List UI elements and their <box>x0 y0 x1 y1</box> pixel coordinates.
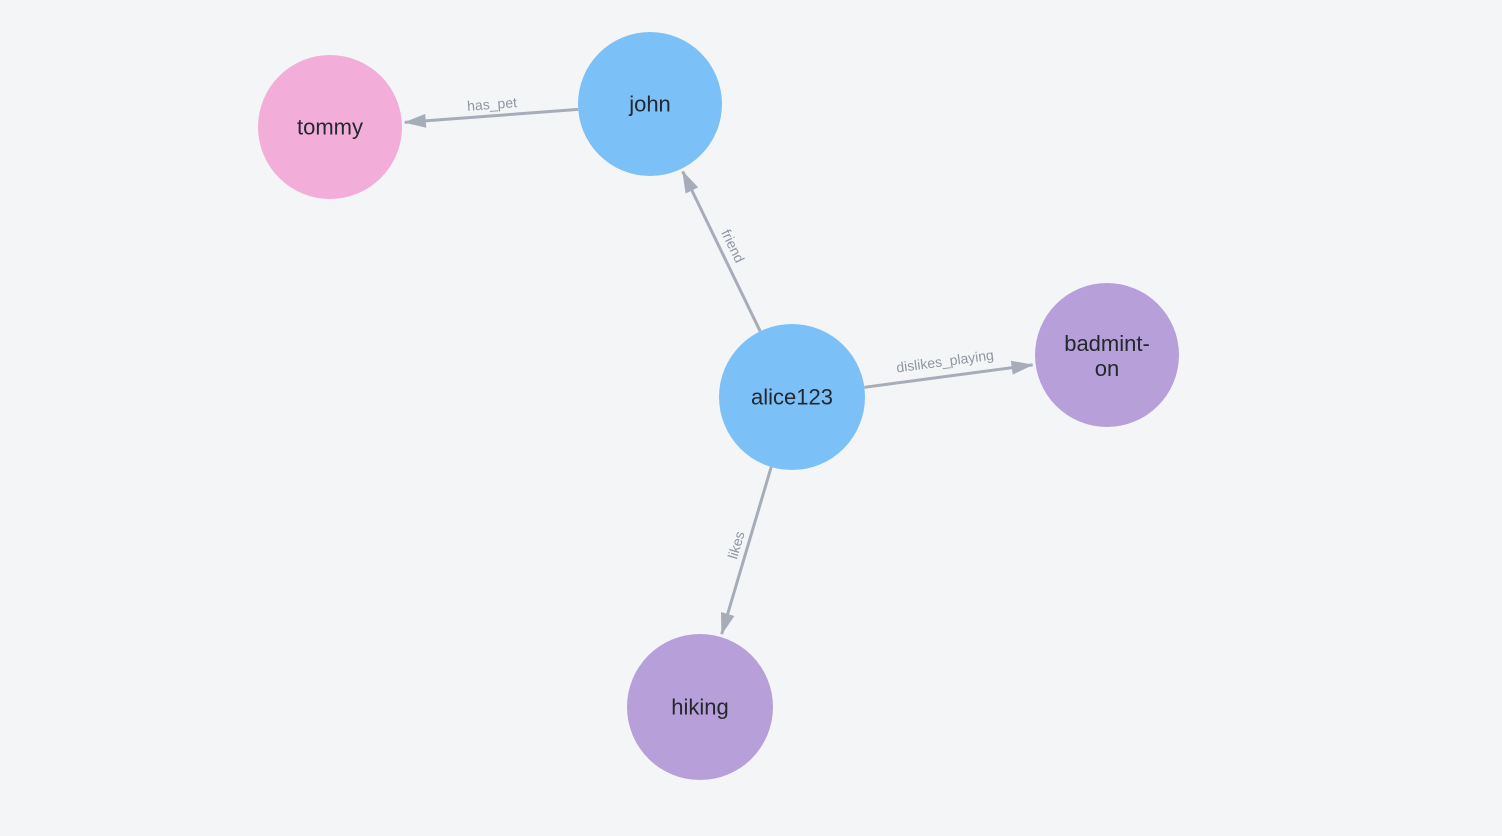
node-circle-alice123 <box>719 324 865 470</box>
node-label-john: john <box>628 92 671 117</box>
node-circle-badminton <box>1035 283 1179 427</box>
node-label-hiking: hiking <box>671 695 728 720</box>
node-circle-tommy <box>258 55 402 199</box>
node-label-alice123: alice123 <box>751 385 833 410</box>
edge-label-has-pet: has_pet <box>467 94 518 114</box>
node-alice123[interactable]: alice123 <box>719 324 865 470</box>
node-john[interactable]: john <box>578 32 722 176</box>
edge-label-likes: likes <box>724 529 747 560</box>
edge-line-likes <box>720 466 773 636</box>
edge-line-has-pet <box>403 107 579 128</box>
node-hiking[interactable]: hiking <box>627 634 773 780</box>
node-label-badminton-line1: badmint- <box>1064 331 1150 356</box>
edge-alice123-hiking[interactable]: likes <box>720 466 773 636</box>
edge-alice123-john[interactable]: friend <box>681 170 762 332</box>
node-circle-hiking <box>627 634 773 780</box>
node-label-badminton-line2: on <box>1095 356 1119 381</box>
node-badminton[interactable]: badmint-on <box>1035 283 1179 427</box>
edge-line-friend <box>681 170 762 332</box>
node-circle-john <box>578 32 722 176</box>
node-tommy[interactable]: tommy <box>258 55 402 199</box>
edge-label-friend: friend <box>718 227 748 266</box>
edge-line-dislikes-playing <box>864 360 1034 389</box>
node-label-badminton: badmint-on <box>1064 331 1150 381</box>
edge-alice123-badminton[interactable]: dislikes_playing <box>864 347 1034 389</box>
node-label-tommy: tommy <box>297 115 363 140</box>
edge-john-tommy[interactable]: has_pet <box>403 94 579 128</box>
